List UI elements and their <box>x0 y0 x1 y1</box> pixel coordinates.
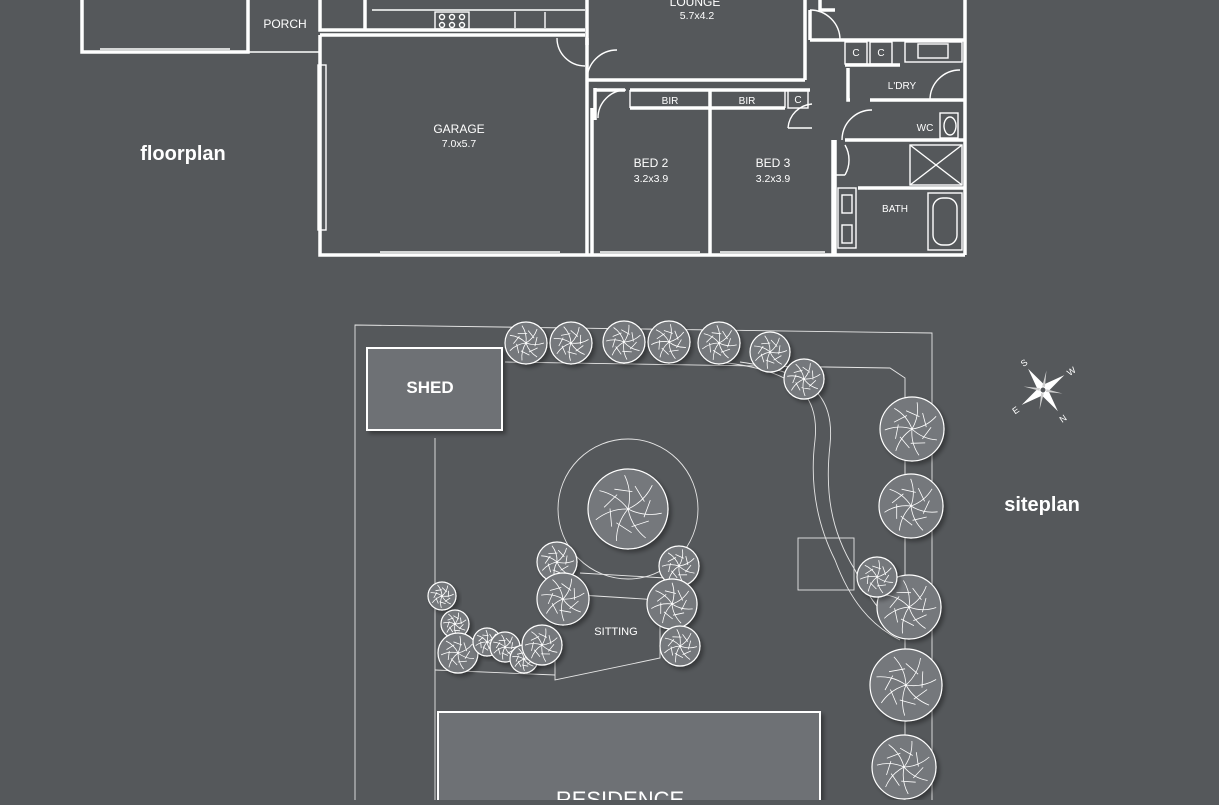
tree-icon <box>646 578 698 630</box>
tree-icon <box>536 572 590 626</box>
tree-icon <box>549 321 593 365</box>
tree-icon <box>876 574 942 640</box>
room-dim-lounge: 5.7x4.2 <box>680 10 715 22</box>
room-label-porch: PORCH <box>263 17 306 31</box>
room-label-bed3: BED 3 <box>756 156 791 170</box>
compass-e: E <box>1010 404 1021 416</box>
room-dim-garage: 7.0x5.7 <box>442 138 477 150</box>
room-label-lounge: LOUNGE <box>670 0 721 9</box>
shed-building <box>366 347 503 431</box>
tree-icon <box>521 624 563 666</box>
tree-icon <box>879 396 945 462</box>
compass-n: N <box>1058 413 1069 425</box>
tree-icon <box>659 625 701 667</box>
tree-icon <box>697 321 741 365</box>
siteplan: SHED RESIDENCE SITTING S N E W siteplan <box>354 320 1080 805</box>
room-label-cupboard-1: C <box>852 48 859 59</box>
tree-group <box>427 320 945 800</box>
room-label-cupboard-2: C <box>877 48 884 59</box>
tree-icon <box>587 468 669 550</box>
compass-s: S <box>1019 357 1030 369</box>
room-label-bir-bed2: BIR <box>662 96 679 107</box>
tree-icon <box>749 331 791 373</box>
room-label-bed2: BED 2 <box>634 156 669 170</box>
room-label-cupboard-hall: C <box>794 95 801 106</box>
tree-icon <box>871 734 937 800</box>
tree-icon <box>602 320 646 364</box>
shed-label: SHED <box>406 378 453 397</box>
room-dim-bed3: 3.2x3.9 <box>756 173 791 185</box>
tree-icon <box>869 648 943 722</box>
siteplan-heading: siteplan <box>1004 494 1080 516</box>
room-label-bir-bed3: BIR <box>739 96 756 107</box>
tree-icon <box>647 320 691 364</box>
room-dim-bed2: 3.2x3.9 <box>634 173 669 185</box>
tree-icon <box>856 556 898 598</box>
room-label-garage: GARAGE <box>433 122 484 136</box>
tree-icon <box>437 632 479 674</box>
tree-icon <box>504 321 548 365</box>
compass-w: W <box>1065 364 1078 377</box>
tree-icon <box>783 358 825 400</box>
room-label-bath: BATH <box>882 204 908 215</box>
residence-label: RESIDENCE <box>556 787 684 800</box>
sitting-label: SITTING <box>594 626 637 638</box>
tree-icon <box>427 581 457 611</box>
residence-building <box>437 711 821 805</box>
room-label-laundry: L'DRY <box>888 81 917 92</box>
room-label-wc: WC <box>917 123 934 134</box>
tree-icon <box>878 473 944 539</box>
floorplan-heading: floorplan <box>140 143 226 165</box>
compass-rose-icon: S N E W <box>1010 357 1078 425</box>
floorplan: PORCH LOUNGE 5.7x4.2 GARAGE 7.0x5.7 BED … <box>80 0 967 257</box>
